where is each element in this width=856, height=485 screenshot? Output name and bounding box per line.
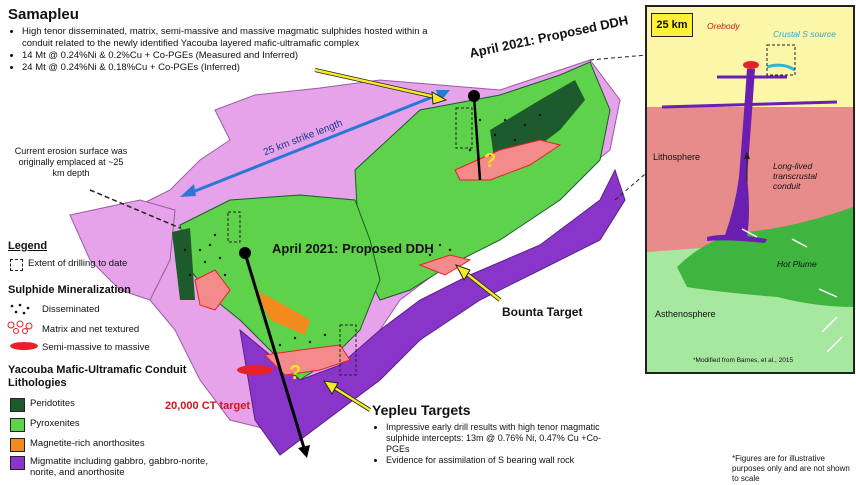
legend-disseminated-label: Disseminated	[42, 304, 100, 315]
legend-matrix-label: Matrix and net textured	[42, 324, 140, 335]
drill-hole-lower	[243, 252, 306, 449]
anorthosite-strip	[255, 290, 310, 335]
inset-credit: *Modified from Barnes, et al., 2015	[693, 357, 794, 364]
legend-anorthosite-label: Magnetite-rich anorthosites	[30, 438, 145, 449]
drill-collar-upper	[468, 90, 480, 102]
inset-hot-plume-label: Hot Plume	[777, 259, 817, 269]
disseminated-icon	[10, 303, 30, 315]
inset-panel: 25 km Orebody Crustal S source Lithosphe…	[645, 5, 855, 374]
proposed-ddh-mid-label: April 2021: Proposed DDH	[272, 241, 434, 256]
sulphide-zone-mid	[418, 254, 472, 276]
erosion-surface-label: Current erosion surface was originally e…	[14, 146, 128, 178]
bounta-target-label: Bounta Target	[502, 305, 583, 319]
inset-orebody-label: Orebody	[707, 21, 740, 31]
samapleu-bullet-2: 14 Mt @ 0.24%Ni & 0.2%Cu + Co-PGEs (Meas…	[22, 50, 452, 62]
sulphide-zone-left	[194, 269, 231, 311]
samapleu-title: Samapleu	[8, 6, 79, 23]
footnote: *Figures are for illustrative purposes o…	[732, 454, 850, 483]
drill-extent-box-left	[227, 211, 241, 243]
legend-sulphide-heading: Sulphide Mineralization	[8, 284, 131, 296]
legend-extent-label: Extent of drilling to date	[28, 258, 128, 269]
anorthosite-swatch	[10, 438, 25, 452]
matrix-icon	[7, 320, 33, 334]
legend-extent-swatch	[10, 259, 23, 271]
peridotite-swatch	[10, 398, 25, 412]
strike-length-arrow	[184, 90, 446, 197]
samapleu-bullet-1: High tenor disseminated, matrix, semi-ma…	[22, 26, 452, 50]
drill-extent-box-upper	[455, 107, 473, 149]
migmatite-swatch	[10, 456, 25, 470]
yepleu-pointer-head	[323, 380, 339, 395]
bounta-pointer-fill	[461, 269, 501, 301]
peridotite-core-upper	[490, 80, 585, 165]
legend-peridotite-label: Peridotites	[30, 398, 75, 409]
peridotite-core-lower	[172, 228, 195, 300]
inset-asthenosphere-label: Asthenosphere	[655, 309, 716, 319]
yepleu-title: Yepleu Targets	[372, 402, 471, 418]
drill-extent-box-lower	[339, 324, 357, 376]
yepleu-bullets: Impressive early drill results with high…	[372, 422, 601, 466]
drill-hole-arrow-head	[298, 445, 310, 458]
country-rock-left-lobe	[69, 199, 176, 301]
inset-connector-bottom	[614, 74, 761, 201]
inset-crustal-label: Crustal S source	[773, 29, 836, 39]
bounta-pointer-head	[454, 264, 471, 282]
disseminated-dots	[183, 113, 542, 347]
pyroxenite-swatch	[10, 418, 25, 432]
drill-hole-upper	[472, 95, 482, 181]
erosion-surface-pointer	[89, 189, 181, 229]
inset-crust-section	[647, 7, 853, 372]
samapleu-bullet-3: 24 Mt @ 0.24%Ni & 0.18%Cu + Co-PGEs (Inf…	[22, 62, 452, 74]
strike-arrow-head-left	[180, 184, 196, 197]
sulphide-zone-upper	[454, 139, 562, 181]
massive-sulphide-lens	[237, 365, 273, 375]
inset-conduit-label: Long-lived transcrustal conduit	[773, 161, 817, 191]
legend-semi-massive-label: Semi-massive to massive	[42, 342, 150, 353]
inset-lithosphere-label: Lithosphere	[653, 152, 701, 162]
legend-litho-heading: Yacouba Mafic-Ultramafic Conduit Litholo…	[8, 364, 187, 389]
samapleu-bullets: High tenor disseminated, matrix, semi-ma…	[8, 26, 452, 74]
semi-massive-icon	[10, 342, 38, 350]
legend-heading: Legend	[8, 240, 48, 252]
legend-migmatite-label: Migmatite including gabbro, gabbro-norit…	[30, 456, 208, 478]
question-mark-upper: ?	[484, 150, 497, 172]
ct-target-label: 20,000 CT target	[165, 400, 250, 412]
samapleu-pointer-fill	[314, 68, 441, 100]
sulphide-zone-lower	[263, 344, 351, 376]
samapleu-pointer-head	[431, 91, 448, 105]
drill-collar-lower	[239, 247, 251, 259]
question-mark-lower: ?	[289, 362, 302, 384]
yepleu-pointer-fill	[329, 383, 371, 412]
yepleu-bullet-1: Impressive early drill results with high…	[386, 422, 601, 455]
legend-pyroxenite-label: Pyroxenites	[30, 418, 80, 429]
yepleu-bullet-2: Evidence for assimilation of S bearing w…	[386, 455, 601, 466]
inset-scale-box: 25 km	[651, 13, 693, 37]
